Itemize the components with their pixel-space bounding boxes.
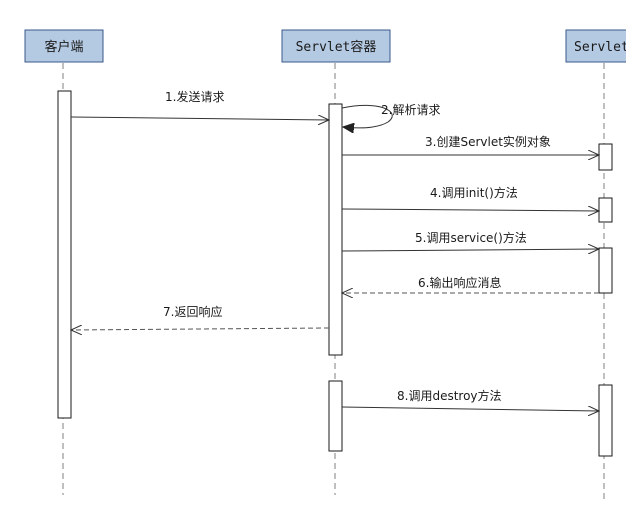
message-parse-request-label: 2.解析请求 xyxy=(381,103,440,117)
message-call-init-label: 4.调用init()方法 xyxy=(430,185,518,200)
message-return-response: 7.返回响应 xyxy=(71,304,330,330)
message-parse-request: 2.解析请求 xyxy=(342,103,440,128)
actor-client: 客户端 xyxy=(24,29,104,63)
message-return-response-label: 7.返回响应 xyxy=(163,304,222,319)
message-call-service-label: 5.调用service()方法 xyxy=(415,230,527,245)
message-call-init: 4.调用init()方法 xyxy=(341,185,599,211)
actor-container: Servlet容器 xyxy=(281,29,391,63)
message-send-request-label: 1.发送请求 xyxy=(165,89,224,104)
actor-servlet: Servlet xyxy=(565,29,626,63)
actor-client-label: 客户端 xyxy=(44,39,83,55)
activation-servlet-4 xyxy=(598,384,613,457)
message-create-instance: 3.创建Servlet实例对象 xyxy=(342,134,599,155)
message-send-request: 1.发送请求 xyxy=(70,89,329,120)
actor-container-label: Servlet容器 xyxy=(296,39,377,55)
activation-servlet-2 xyxy=(598,197,613,223)
message-output-response: 6.输出响应消息 xyxy=(342,275,599,293)
message-create-instance-label: 3.创建Servlet实例对象 xyxy=(425,134,551,149)
message-call-service: 5.调用service()方法 xyxy=(341,230,599,251)
activation-client xyxy=(57,90,72,419)
message-call-destroy: 8.调用destroy方法 xyxy=(341,388,599,411)
activation-servlet-1 xyxy=(598,143,613,171)
actor-servlet-label: Servlet xyxy=(574,40,626,55)
activation-container-1 xyxy=(328,103,343,356)
activation-servlet-3 xyxy=(598,247,613,294)
message-call-destroy-label: 8.调用destroy方法 xyxy=(397,388,502,403)
activation-container-2 xyxy=(328,380,343,452)
message-output-response-label: 6.输出响应消息 xyxy=(418,275,501,290)
